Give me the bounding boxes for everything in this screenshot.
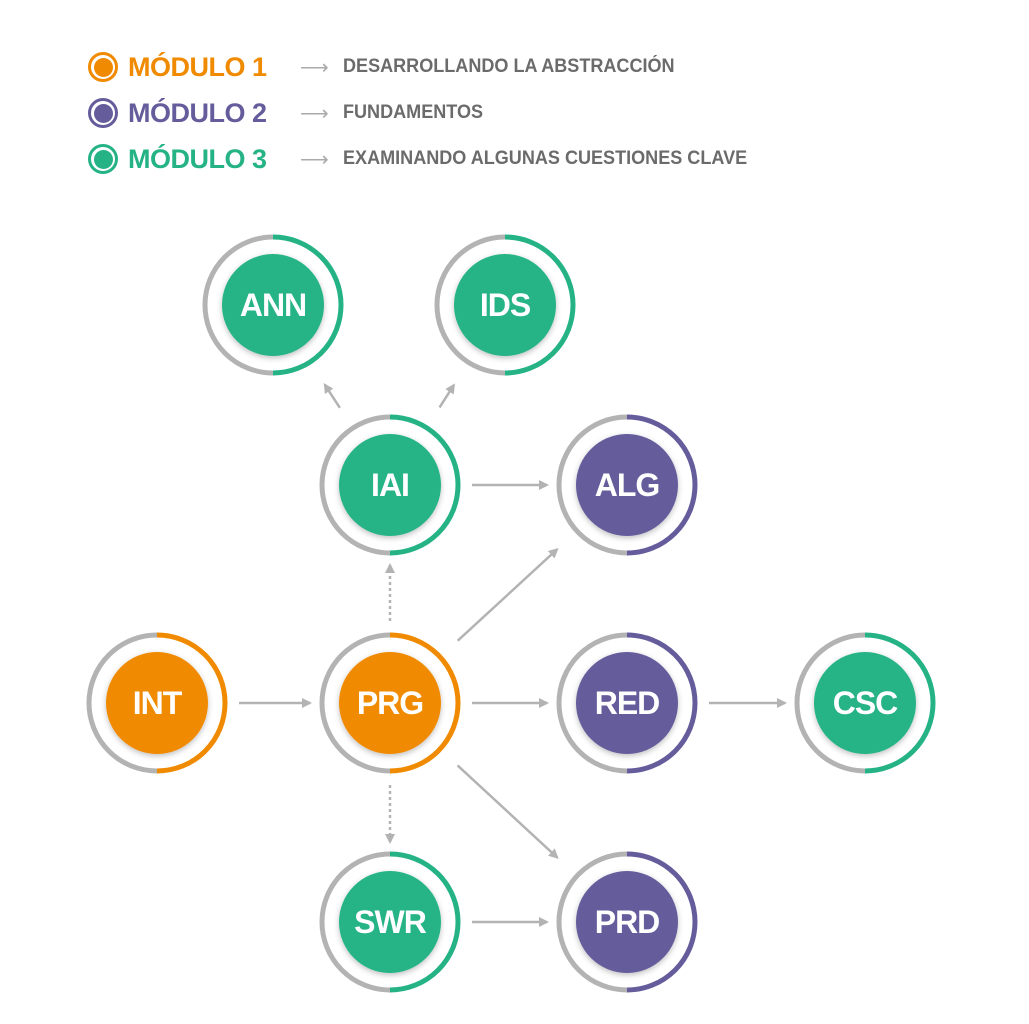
module-3-dot-icon <box>88 144 118 174</box>
node-ann[interactable]: ANN <box>202 234 344 376</box>
arrow-right-icon: ⟶ <box>300 56 329 79</box>
legend: MÓDULO 1 ⟶ DESARROLLANDO LA ABSTRACCIÓN … <box>88 44 768 182</box>
node-circle <box>814 652 916 754</box>
node-iai[interactable]: IAI <box>319 414 461 556</box>
node-circle <box>339 871 441 973</box>
ring-gray-half <box>202 234 274 376</box>
node-circle <box>576 871 678 973</box>
ring-gray-half <box>86 632 158 774</box>
node-ids[interactable]: IDS <box>434 234 576 376</box>
ring-module-half <box>626 632 698 774</box>
node-alg[interactable]: ALG <box>556 414 698 556</box>
ring-gray-half <box>434 234 506 376</box>
node-label: IAI <box>371 467 409 503</box>
node-int[interactable]: INT <box>86 632 228 774</box>
node-circle <box>222 254 324 356</box>
legend-module-label: MÓDULO 2 <box>128 97 267 128</box>
ring-gray-half <box>319 632 391 774</box>
ring-module-half <box>626 851 698 993</box>
legend-description: FUNDAMENTOS <box>342 102 483 123</box>
node-label: PRG <box>357 685 423 721</box>
node-label: IDS <box>480 287 531 323</box>
edge-iai-to-ann <box>323 382 341 409</box>
arrow-right-icon: ⟶ <box>300 102 329 125</box>
node-prg[interactable]: PRG <box>319 632 461 774</box>
node-label: SWR <box>354 904 427 940</box>
ring-module-half <box>389 851 461 993</box>
legend-module-label: MÓDULO 1 <box>128 51 267 82</box>
node-label: PRD <box>595 904 660 940</box>
legend-description: EXAMINANDO ALGUNAS CUESTIONES CLAVE <box>342 148 747 169</box>
node-label: INT <box>133 685 183 721</box>
arrow-right-icon: ⟶ <box>300 148 329 171</box>
ring-module-half <box>389 414 461 556</box>
legend-description: DESARROLLANDO LA ABSTRACCIÓN <box>342 56 675 77</box>
legend-item-module-3: MÓDULO 3 ⟶ EXAMINANDO ALGUNAS CUESTIONES… <box>88 136 768 182</box>
legend-item-module-2: MÓDULO 2 ⟶ FUNDAMENTOS <box>88 90 768 136</box>
node-label: RED <box>595 685 660 721</box>
ring-module-half <box>626 414 698 556</box>
edge-prg-to-prd <box>456 764 559 859</box>
legend-item-module-1: MÓDULO 1 ⟶ DESARROLLANDO LA ABSTRACCIÓN <box>88 44 768 90</box>
node-circle <box>576 434 678 536</box>
node-circle <box>454 254 556 356</box>
node-circle <box>339 652 441 754</box>
node-label: ANN <box>240 287 306 323</box>
ring-gray-half <box>319 414 391 556</box>
node-prd[interactable]: PRD <box>556 851 698 993</box>
node-csc[interactable]: CSC <box>794 632 936 774</box>
ring-module-half <box>389 632 461 774</box>
module-2-dot-icon <box>88 98 118 128</box>
edge-iai-to-ids <box>438 383 455 409</box>
node-circle <box>106 652 208 754</box>
node-circle <box>339 434 441 536</box>
node-label: CSC <box>833 685 898 721</box>
ring-gray-half <box>794 632 866 774</box>
node-red[interactable]: RED <box>556 632 698 774</box>
ring-module-half <box>272 234 344 376</box>
node-swr[interactable]: SWR <box>319 851 461 993</box>
node-circle <box>576 652 678 754</box>
ring-gray-half <box>556 414 628 556</box>
legend-module-label: MÓDULO 3 <box>128 143 267 174</box>
module-1-dot-icon <box>88 52 118 82</box>
ring-module-half <box>156 632 228 774</box>
ring-module-half <box>864 632 936 774</box>
ring-gray-half <box>556 632 628 774</box>
edge-prg-to-alg <box>456 547 559 642</box>
ring-gray-half <box>319 851 391 993</box>
node-label: ALG <box>595 467 660 503</box>
ring-gray-half <box>556 851 628 993</box>
ring-module-half <box>504 234 576 376</box>
